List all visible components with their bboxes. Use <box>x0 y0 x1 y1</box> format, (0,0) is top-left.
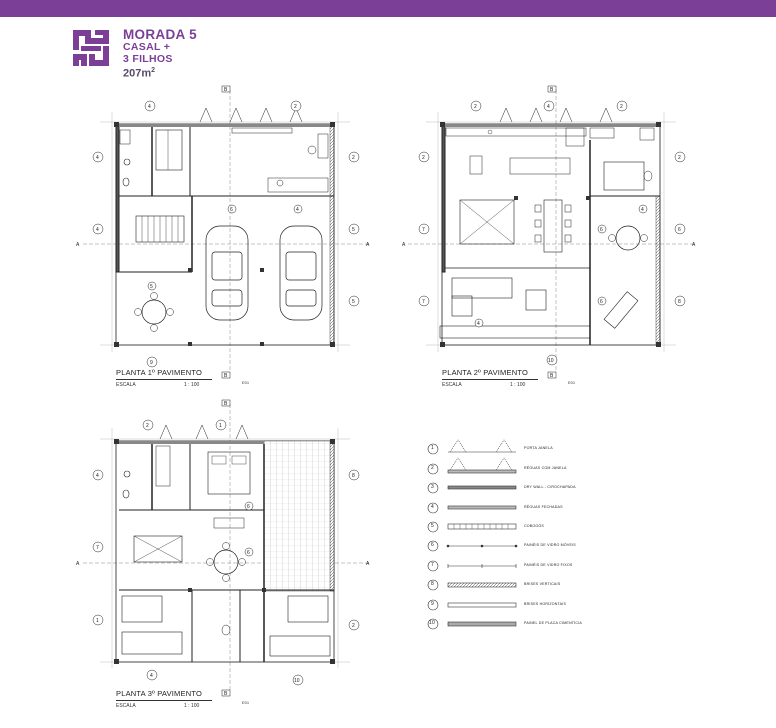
legend-label-6: PAINÉIS DE VIDRO MÓVEIS <box>524 543 576 547</box>
svg-text:4: 4 <box>96 155 99 161</box>
plan-2-scale-value: 1 : 100 <box>510 382 526 388</box>
svg-text:7: 7 <box>422 299 425 305</box>
svg-text:5: 5 <box>352 227 355 233</box>
legend-label-8: BRISES VERTICAIS <box>524 582 561 586</box>
legend-num-1: 1 <box>431 445 434 451</box>
project-title: MORADA 5 CASAL + 3 FILHOS <box>123 27 197 65</box>
svg-text:6: 6 <box>247 504 250 510</box>
svg-text:6: 6 <box>600 227 603 233</box>
legend-symbols <box>427 439 518 630</box>
svg-text:B: B <box>224 401 228 407</box>
plan-1-title-rule <box>116 379 212 380</box>
svg-text:A: A <box>366 242 370 248</box>
legend-label-1: PORTA JANELA <box>524 446 553 450</box>
legend-label-5: COBOGÓS <box>524 524 544 528</box>
svg-text:A: A <box>76 561 80 567</box>
legend-num-2: 2 <box>431 465 434 471</box>
svg-text:8: 8 <box>352 473 355 479</box>
svg-text:B: B <box>224 87 228 93</box>
svg-text:A: A <box>76 242 80 248</box>
plan-2-title: PLANTA 2º PAVIMENTO <box>442 368 529 377</box>
svg-text:2: 2 <box>678 155 681 161</box>
plan-2-scale-label: ESCALA <box>442 382 462 388</box>
svg-text:9: 9 <box>150 360 153 366</box>
svg-text:6: 6 <box>678 227 681 233</box>
plan-3-scale-label: ESCALA <box>116 703 136 709</box>
svg-text:2: 2 <box>146 423 149 429</box>
legend-num-10: 10 <box>429 620 435 626</box>
svg-text:1: 1 <box>96 618 99 624</box>
legend-label-10: PAINEL DE PLACA CIMENTÍCIA <box>524 621 582 625</box>
plan-3-drawing: 2 1 4 7 1 8 2 6 6 4 10 B B A A <box>76 399 370 697</box>
legend-num-5: 5 <box>431 523 434 529</box>
legend-num-7: 7 <box>431 562 434 568</box>
svg-text:5: 5 <box>352 299 355 305</box>
svg-text:2: 2 <box>352 623 355 629</box>
svg-text:1: 1 <box>219 423 222 429</box>
legend-num-9: 9 <box>431 601 434 607</box>
svg-text:8: 8 <box>678 299 681 305</box>
title-line-2: CASAL + <box>123 41 171 53</box>
svg-text:4: 4 <box>641 207 644 213</box>
svg-text:4: 4 <box>148 104 151 110</box>
svg-text:4: 4 <box>96 227 99 233</box>
brand-logo-icon <box>73 30 109 66</box>
svg-text:B: B <box>550 87 554 93</box>
svg-text:10: 10 <box>548 358 554 364</box>
svg-text:7: 7 <box>422 227 425 233</box>
svg-text:A: A <box>402 242 406 248</box>
legend-label-4: RÉGUAS FECHADAS <box>524 505 563 509</box>
svg-text:B: B <box>224 373 228 379</box>
plan-2-drawing: 2 4 2 2 7 7 2 6 8 6 4 6 4 10 B B A A <box>402 85 696 379</box>
svg-text:2: 2 <box>352 155 355 161</box>
svg-text:4: 4 <box>150 673 153 679</box>
title-line-3: 3 FILHOS <box>123 53 173 65</box>
svg-text:4: 4 <box>547 104 550 110</box>
plan-3-title: PLANTA 3º PAVIMENTO <box>116 689 203 698</box>
svg-text:10: 10 <box>294 678 300 684</box>
svg-text:2: 2 <box>294 104 297 110</box>
plan-3-section-ref: E01 <box>242 700 250 705</box>
legend-label-2: RÉGUAS COM JANELA <box>524 466 567 470</box>
svg-text:4: 4 <box>296 207 299 213</box>
plan-2-section-ref: E01 <box>568 380 576 385</box>
title-line-1: MORADA 5 <box>123 27 197 42</box>
svg-text:B: B <box>224 691 228 697</box>
plan-2-title-rule <box>442 379 538 380</box>
legend-label-9: BRISES HORIZONTAIS <box>524 602 567 606</box>
svg-text:4: 4 <box>477 321 480 327</box>
svg-text:6: 6 <box>247 550 250 556</box>
plan-3-scale-value: 1 : 100 <box>184 703 200 709</box>
svg-text:6: 6 <box>600 299 603 305</box>
area-label: 207m2 <box>123 67 155 80</box>
legend-num-3: 3 <box>431 484 434 490</box>
svg-text:4: 4 <box>96 473 99 479</box>
plan-1-scale-label: ESCALA <box>116 382 136 388</box>
plan-1-section-ref: E01 <box>242 380 250 385</box>
svg-text:B: B <box>550 373 554 379</box>
svg-text:A: A <box>692 242 696 248</box>
svg-text:2: 2 <box>620 104 623 110</box>
area-exponent: 2 <box>151 67 156 74</box>
svg-text:5: 5 <box>150 284 153 290</box>
svg-text:7: 7 <box>96 545 99 551</box>
plan-1-drawing: 4 2 4 4 2 5 5 6 4 5 9 B B A A <box>76 85 370 379</box>
plan-1-scale-value: 1 : 100 <box>184 382 200 388</box>
area-value: 207m <box>123 67 152 80</box>
plan-1-title: PLANTA 1º PAVIMENTO <box>116 368 203 377</box>
legend-num-8: 8 <box>431 581 434 587</box>
legend-label-7: PAINÉIS DE VIDRO FIXOS <box>524 563 573 567</box>
legend-label-3: DRY WALL - C/ROCHAPADA <box>524 485 576 489</box>
svg-text:A: A <box>366 561 370 567</box>
plan-3-title-rule <box>116 700 212 701</box>
legend-num-4: 4 <box>431 504 434 510</box>
legend-num-6: 6 <box>431 542 434 548</box>
svg-text:2: 2 <box>422 155 425 161</box>
top-accent-bar <box>0 0 776 17</box>
svg-text:6: 6 <box>230 207 233 213</box>
svg-text:2: 2 <box>474 104 477 110</box>
